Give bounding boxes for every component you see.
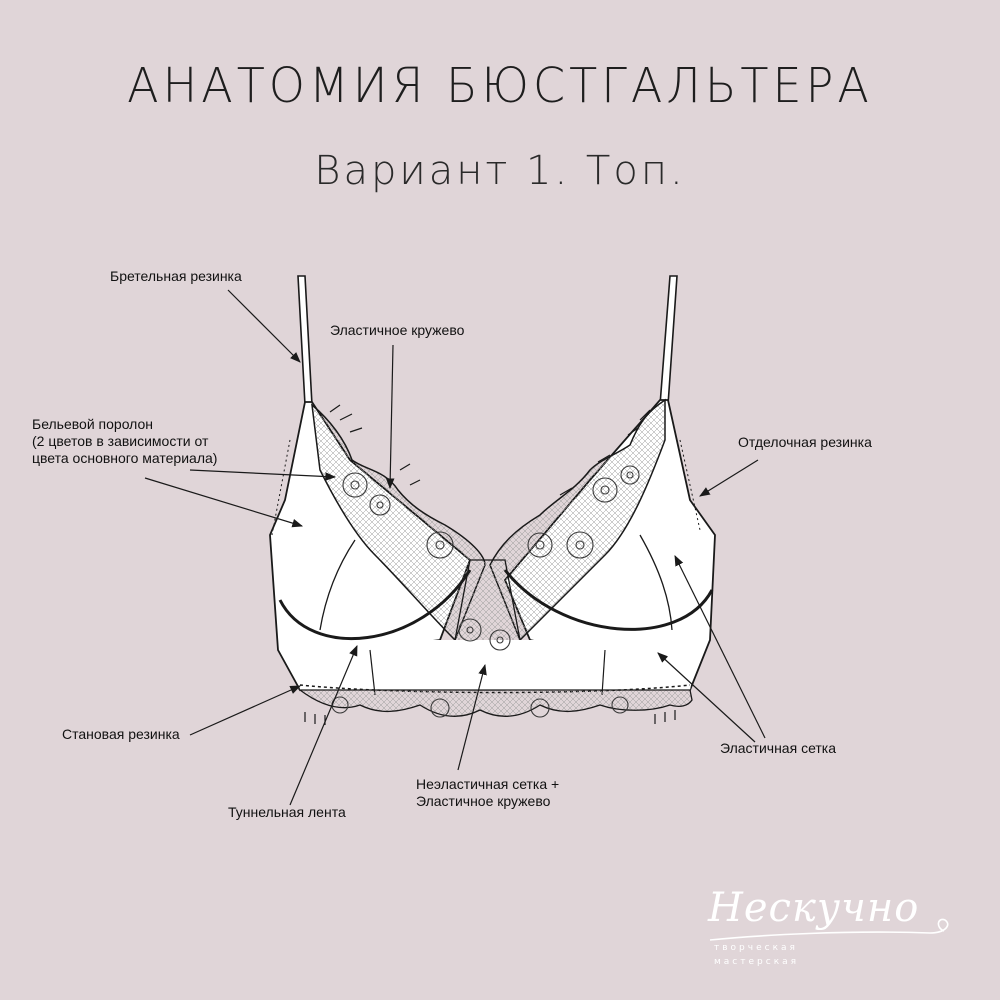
arrow-elastic-lace <box>385 344 395 490</box>
label-nonelastic-mesh: Неэластичная сетка + Эластичное кружево <box>416 776 560 809</box>
arrow-trim-elastic <box>699 459 759 497</box>
bra-body <box>269 398 716 725</box>
label-band-elastic: Становая резинка <box>62 726 180 742</box>
label-foam: Бельевой поролон (2 цветов в зависимости… <box>32 416 218 466</box>
logo-line-2: мастерская <box>714 957 800 967</box>
page-subtitle: Вариант 1. Топ. <box>314 148 686 194</box>
arrow-nonelastic-mesh <box>457 663 487 771</box>
label-strap-elastic: Бретельная резинка <box>110 268 242 284</box>
arrow-elastic-mesh-1 <box>674 555 766 739</box>
arrow-foam-2 <box>144 477 304 528</box>
arrow-strap-elastic <box>227 289 301 363</box>
arrow-band-elastic <box>189 685 301 736</box>
page-title: АНАТОМИЯ БЮСТГАЛЬТЕРА <box>127 56 873 114</box>
label-tunnel-tape: Туннельная лента <box>228 804 346 820</box>
leader-arrows <box>144 289 766 806</box>
brand-logo: Нескучно творческая мастерская <box>700 885 970 975</box>
label-elastic-mesh: Эластичная сетка <box>720 740 837 756</box>
logo-flourish-icon <box>709 918 949 941</box>
label-elastic-lace: Эластичное кружево <box>330 322 465 338</box>
arrow-elastic-mesh-2 <box>657 652 756 743</box>
arrow-foam-1 <box>189 469 337 481</box>
logo-line-1: творческая <box>714 943 798 953</box>
logo-script: Нескучно <box>708 885 920 931</box>
label-trim-elastic: Отделочная резинка <box>738 434 872 450</box>
arrow-tunnel-tape <box>289 645 358 806</box>
shoulder-straps <box>297 275 678 406</box>
